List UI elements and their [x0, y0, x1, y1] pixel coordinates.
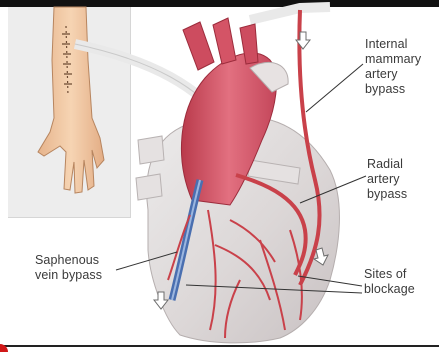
arm-and-hand [38, 7, 104, 193]
label-sites-of-blockage: Sites of blockage [364, 267, 438, 297]
label-internal-mammary: Internal mammary artery bypass [365, 37, 439, 97]
bottom-strip [0, 347, 439, 354]
label-saphenous-vein: Saphenous vein bypass [35, 253, 135, 283]
graft-connector-chest [250, 7, 330, 20]
label-radial-artery: Radial artery bypass [367, 157, 437, 202]
